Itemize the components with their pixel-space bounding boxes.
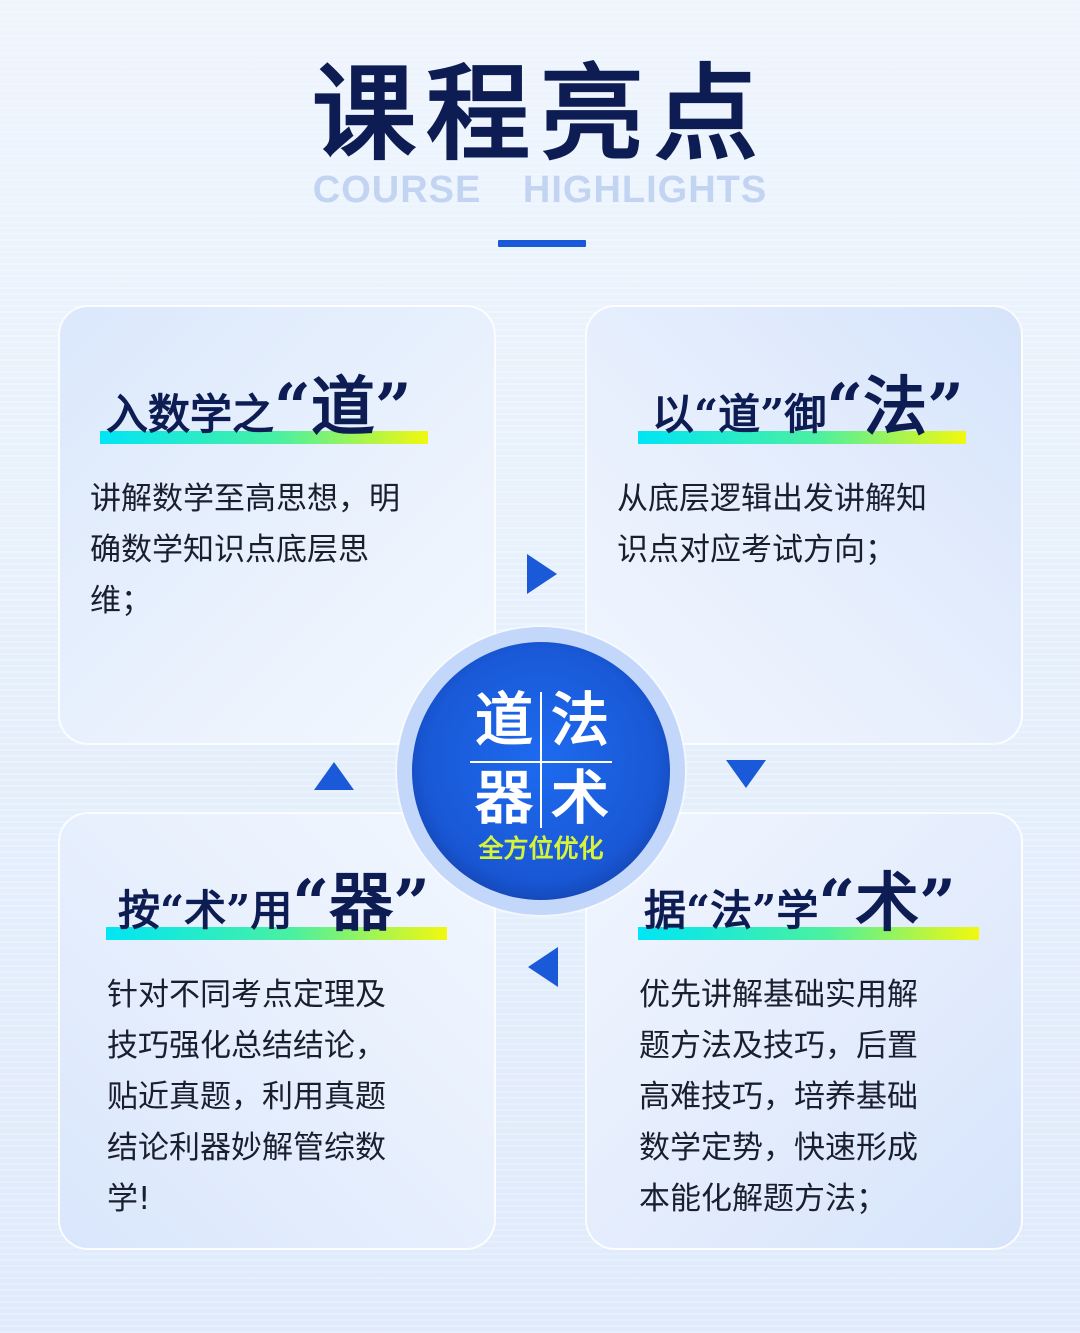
page-title: 课程亮点 [311, 53, 768, 175]
arrow-left-icon [528, 947, 558, 987]
card-qi-body: 针对不同考点定理及 技巧强化总结结论， 贴近真题，利用真题 结论利器妙解管综数 … [107, 970, 386, 1225]
heading-prefix: 按“术”用 [118, 886, 293, 935]
heading-highlight [106, 927, 447, 940]
arrow-up-icon [314, 762, 354, 790]
center-caption: 全方位优化 [478, 834, 604, 863]
body-line: 学! [107, 1181, 151, 1217]
center-char-dao: 道 [474, 686, 533, 754]
card-dao-heading: 入数学之“道” [100, 364, 428, 444]
arrow-down-icon [726, 760, 766, 788]
body-line: 本能化解题方法； [639, 1181, 887, 1217]
body-line: 高难技巧，培养基础 [639, 1079, 918, 1115]
card-shu-heading: 据“法”学“术” [638, 860, 979, 940]
title-underline [498, 240, 586, 247]
body-line: 优先讲解基础实用解 [639, 977, 918, 1013]
body-line: 维； [90, 583, 152, 619]
card-fa [585, 305, 1023, 745]
heading-prefix: 据“法”学 [644, 886, 819, 935]
arrow-right-icon [527, 554, 557, 594]
heading-emphasis: “道” [274, 370, 412, 445]
card-shu [585, 812, 1023, 1250]
center-char-shu: 术 [550, 764, 609, 832]
body-line: 讲解数学至高思想，明 [90, 481, 400, 517]
body-line: 题方法及技巧，后置 [639, 1028, 918, 1064]
heading-emphasis: “法” [826, 370, 964, 445]
card-shu-body: 优先讲解基础实用解 题方法及技巧，后置 高难技巧，培养基础 数学定势，快速形成 … [639, 970, 918, 1225]
heading-highlight [100, 431, 428, 444]
card-qi-heading: 按“术”用“器” [106, 860, 447, 940]
card-qi [58, 812, 496, 1250]
heading-prefix: 入数学之 [106, 390, 275, 439]
body-line: 针对不同考点定理及 [107, 977, 386, 1013]
body-line: 从底层逻辑出发讲解知 [617, 481, 927, 517]
card-fa-body: 从底层逻辑出发讲解知 识点对应考试方向； [617, 474, 927, 576]
center-divider-vertical [540, 692, 542, 828]
heading-prefix: 以“道”御 [652, 390, 827, 439]
card-dao [58, 305, 496, 745]
heading-highlight [638, 927, 979, 940]
body-line: 技巧强化总结结论， [107, 1028, 386, 1064]
heading-highlight [638, 431, 966, 444]
body-line: 贴近真题，利用真题 [107, 1079, 386, 1115]
card-dao-body: 讲解数学至高思想，明 确数学知识点底层思 维； [90, 474, 400, 627]
body-line: 确数学知识点底层思 [90, 532, 369, 568]
page-subtitle: COURSE HIGHLIGHTS [312, 169, 768, 211]
body-line: 数学定势，快速形成 [639, 1130, 918, 1166]
body-line: 识点对应考试方向； [617, 532, 896, 568]
heading-emphasis: “器” [292, 866, 430, 941]
center-char-fa: 法 [550, 686, 609, 754]
body-line: 结论利器妙解管综数 [107, 1130, 386, 1166]
center-divider-horizontal [470, 761, 612, 763]
center-char-qi: 器 [474, 764, 533, 832]
heading-emphasis: “术” [818, 866, 956, 941]
card-fa-heading: 以“道”御“法” [638, 364, 966, 444]
